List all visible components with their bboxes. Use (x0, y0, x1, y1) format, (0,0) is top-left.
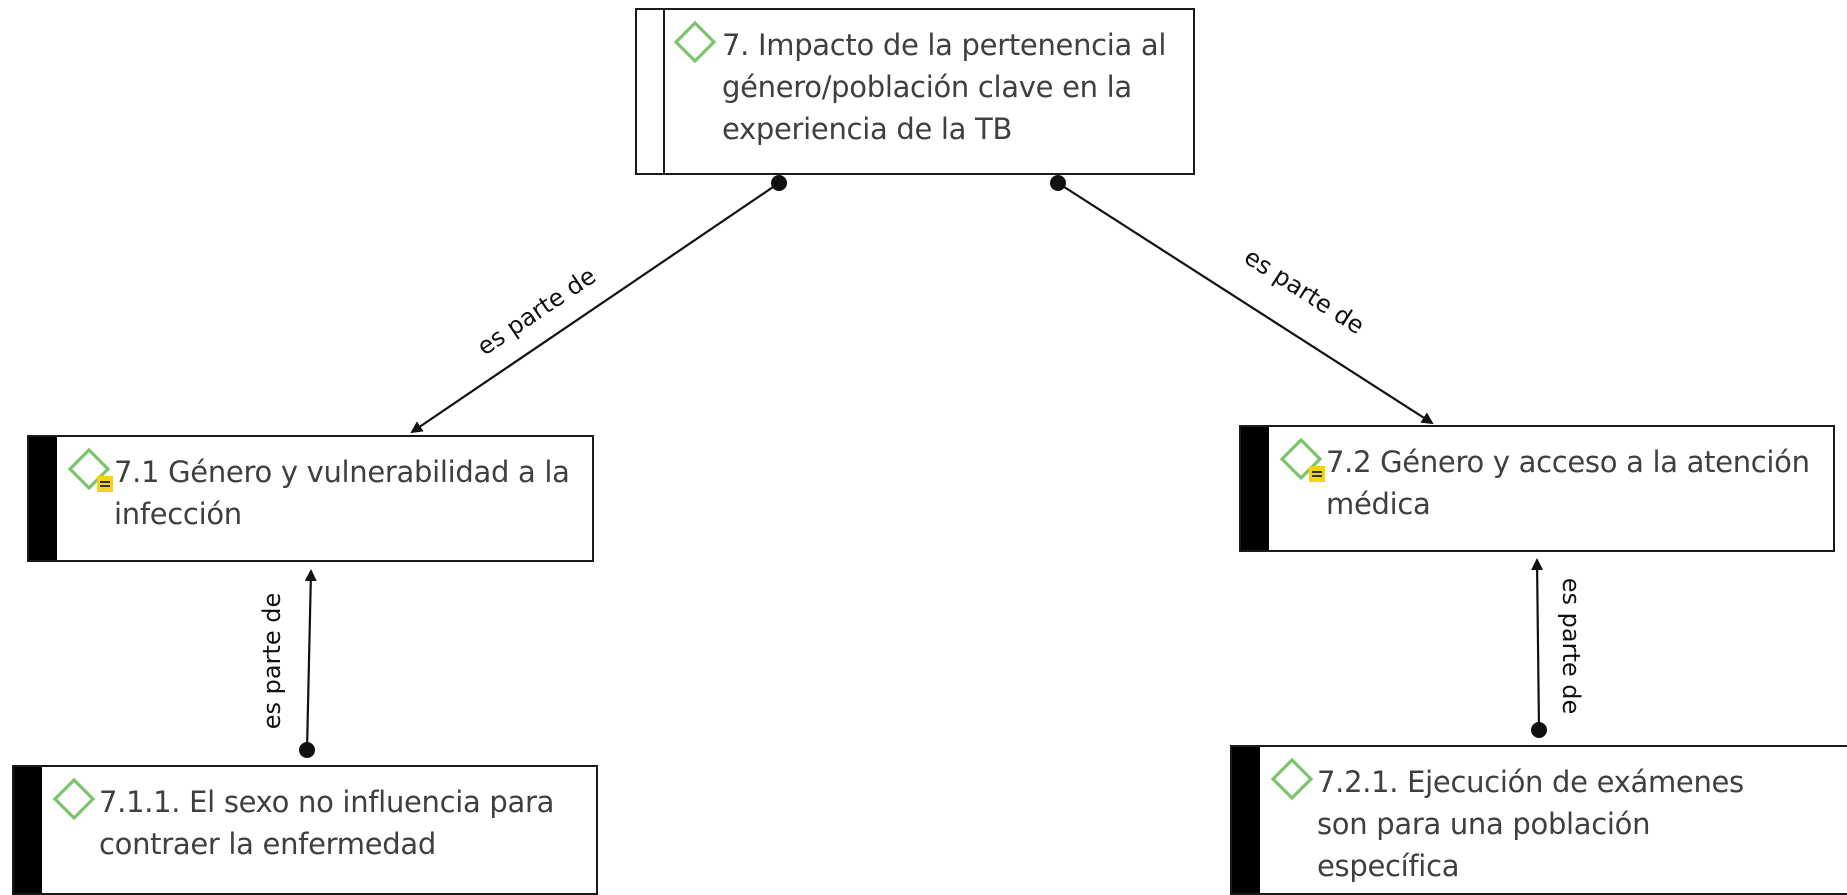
edge-line (1531, 558, 1544, 731)
code-node-7-1-1[interactable]: 7.1.1. El sexo no influencia para contra… (12, 765, 598, 895)
node-side-bar (29, 437, 57, 560)
code-diamond-icon (1270, 757, 1314, 801)
code-node-7[interactable]: 7. Impacto de la pertenencia al género/p… (635, 8, 1195, 175)
edge-7-to-7-2[interactable]: es parte de (1050, 175, 1434, 425)
edge-label: es parte de (1557, 578, 1585, 715)
code-node-7-2-1[interactable]: 7.2.1. Ejecución de exámenes son para un… (1230, 745, 1847, 895)
node-side-bar (637, 10, 665, 173)
edge-origin-dot (299, 742, 315, 758)
node-label: 7.1 Género y vulnerabilidad a la infecci… (114, 455, 570, 531)
comment-icon (97, 476, 113, 492)
comment-icon (1309, 466, 1325, 482)
edge-origin-dot (1531, 722, 1547, 738)
edge-7-to-7-1[interactable]: es parte de (410, 175, 787, 434)
edge-7-2-1-to-7-2[interactable]: es parte de (1531, 558, 1585, 738)
edge-label: es parte de (258, 593, 286, 730)
edge-origin-dot (771, 175, 787, 191)
node-side-bar (14, 767, 42, 893)
edge-origin-dot (1050, 175, 1066, 191)
code-diamond-icon (1279, 437, 1323, 481)
code-diamond-icon (67, 447, 111, 491)
code-node-7-1[interactable]: 7.1 Género y vulnerabilidad a la infecci… (27, 435, 594, 562)
code-diamond-icon (52, 777, 96, 821)
node-label: 7.2.1. Ejecución de exámenes son para un… (1317, 765, 1744, 883)
code-node-7-2[interactable]: 7.2 Género y acceso a la atención médica (1239, 425, 1835, 552)
edge-line (304, 569, 317, 751)
node-side-bar (1241, 427, 1269, 550)
code-diamond-icon (673, 20, 717, 64)
edge-line (1057, 182, 1434, 425)
node-side-bar (1232, 747, 1260, 893)
node-label: 7. Impacto de la pertenencia al género/p… (722, 28, 1167, 146)
node-label: 7.1.1. El sexo no influencia para contra… (99, 785, 555, 861)
edge-label: es parte de (1239, 243, 1369, 340)
node-label: 7.2 Género y acceso a la atención médica (1326, 445, 1810, 521)
edge-line (410, 182, 780, 434)
edge-7-1-1-to-7-1[interactable]: es parte de (258, 569, 317, 758)
